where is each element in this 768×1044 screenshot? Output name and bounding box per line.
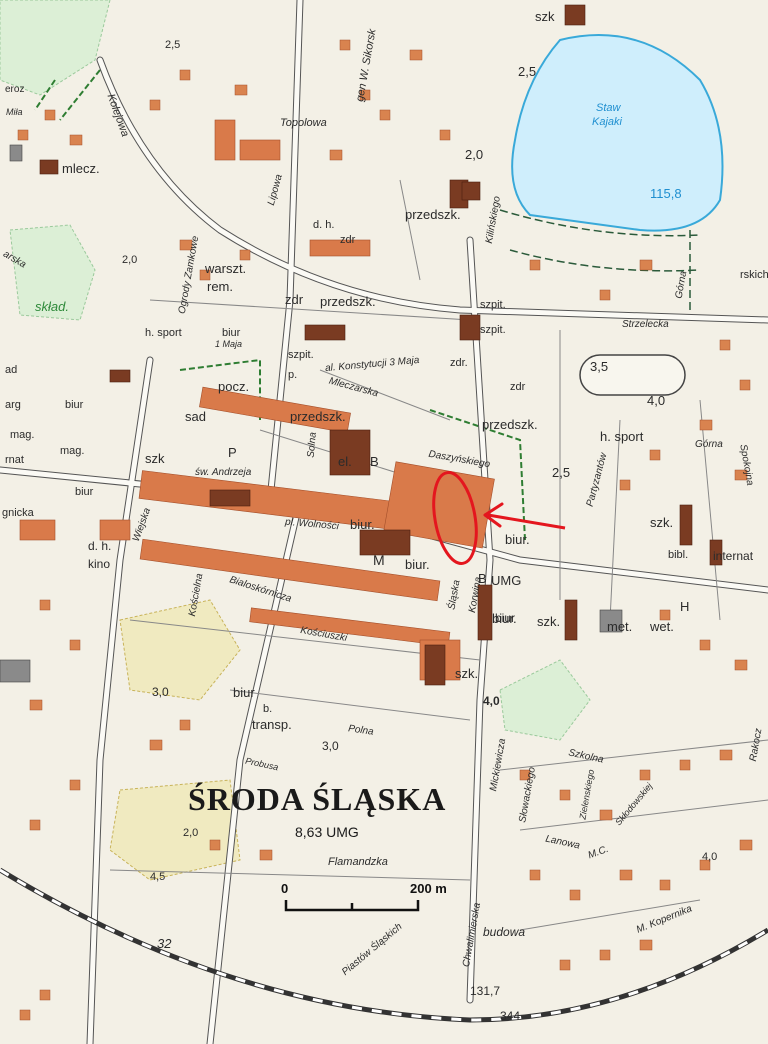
scale-start-label: 0	[281, 881, 289, 896]
map-label: 4,0	[702, 851, 718, 863]
map-label: zdr.	[450, 357, 468, 369]
map-label: arg	[5, 399, 21, 411]
map-label: szk.	[537, 614, 561, 629]
map-label: rskich	[740, 269, 768, 281]
map-label: bibl.	[668, 549, 689, 561]
map-label: 3,0	[322, 739, 339, 753]
map-label: d. h.	[88, 539, 112, 553]
map-label: kino	[88, 557, 111, 571]
map-label: b.	[263, 703, 273, 715]
map-label: szk.	[455, 666, 479, 681]
lake-elevation: 115,8	[650, 186, 682, 201]
lake-note: Kajaki	[592, 116, 622, 128]
map-label: 4,5	[150, 871, 166, 883]
map-label: UMG	[491, 573, 522, 588]
map-label: Topolowa	[280, 117, 327, 129]
map-label: mag.	[60, 445, 85, 457]
map-label: h. sport	[145, 327, 182, 339]
lake-staw	[511, 34, 724, 232]
map-label: Strzelecka	[622, 319, 669, 330]
map-label: 32	[157, 936, 172, 951]
map-label: d. h.	[313, 219, 335, 231]
map-label: mlecz.	[62, 161, 100, 176]
map-label: biur	[233, 685, 255, 700]
map-label: rnat	[5, 454, 24, 466]
map-label: sad	[185, 409, 206, 424]
lake-name: Staw	[596, 102, 621, 114]
map-label: B	[370, 454, 379, 469]
map-label: internat	[713, 549, 754, 563]
map-label: szk	[535, 9, 555, 24]
map-label: biur.	[350, 517, 375, 532]
map-label: 1 Maja	[215, 339, 243, 349]
map-label: szpit.	[288, 349, 314, 361]
map-label: p.	[288, 369, 298, 381]
map-label: rem.	[207, 279, 233, 294]
map-label: szpit.	[480, 324, 506, 336]
map-label: met.	[607, 619, 633, 634]
map-label: H	[680, 599, 690, 614]
highlight-ellipse	[432, 471, 478, 565]
map-label: budowa	[483, 925, 526, 939]
map-label: 2,0	[183, 827, 199, 839]
map-label: P	[228, 445, 237, 460]
map-label: 2,5	[552, 465, 571, 480]
map-label: zdr	[340, 234, 356, 246]
map-label: 2,5	[518, 64, 537, 79]
map-label: św. Andrzeja	[195, 467, 252, 478]
scale-end-label: 200 m	[410, 881, 447, 896]
map-label: przedszk.	[290, 409, 346, 424]
red-arrow	[487, 513, 566, 530]
map-label: 2,0	[122, 254, 138, 266]
map-label: warszt.	[205, 261, 247, 276]
map-label: eroz	[5, 84, 25, 95]
map-label: transp.	[252, 717, 292, 732]
map-label: szk.	[650, 515, 674, 530]
map-label: przedszk.	[320, 294, 376, 309]
map-label: biur	[65, 399, 84, 411]
map-label: skład.	[35, 299, 69, 314]
map-label: B	[478, 571, 487, 586]
map-label: gnicka	[2, 507, 34, 519]
map-label: pocz.	[218, 379, 250, 394]
map-label: 4,0	[483, 694, 500, 708]
map-label: zdr	[510, 381, 526, 393]
map-label: mag.	[10, 429, 35, 441]
scale-bar	[284, 900, 420, 912]
map-label: 131,7	[470, 984, 501, 998]
map-label: zdr	[285, 292, 304, 307]
map-label: h. sport	[600, 429, 644, 444]
map-label: Górna	[695, 439, 723, 450]
map-label: 344	[500, 1009, 521, 1023]
map-label: przedszk.	[482, 417, 538, 432]
map-label: biur.	[492, 611, 517, 626]
map-label: biur	[75, 486, 94, 498]
map-label: 3,5	[590, 359, 609, 374]
map-label: biur	[495, 611, 516, 625]
map-label: biur.	[405, 557, 430, 572]
map-label: przedszk.	[405, 207, 461, 222]
map-label: ad	[5, 364, 18, 376]
map-label: szpit.	[480, 299, 506, 311]
map-label: M	[373, 552, 385, 568]
map-label: Miła	[6, 107, 23, 117]
map-label: 4,0	[647, 393, 666, 408]
map-label: szk	[145, 451, 165, 466]
map-label: biur	[222, 327, 241, 339]
map-label: biur.	[505, 532, 530, 547]
map-label: wet.	[650, 619, 674, 634]
map-label: Flamandzka	[328, 856, 388, 868]
map-subtitle: 8,63 UMG	[295, 824, 359, 840]
map-label: 2,5	[165, 39, 181, 51]
map-label: 2,0	[465, 147, 484, 162]
map-label: el.	[338, 454, 352, 469]
map-label: 3,0	[152, 685, 169, 699]
map-title: ŚRODA ŚLĄSKA	[188, 781, 447, 817]
